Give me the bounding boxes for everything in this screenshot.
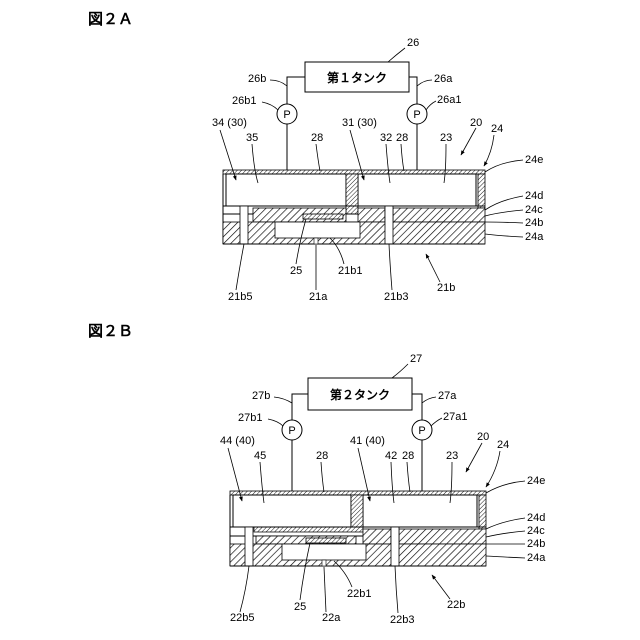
label-24d: 24d: [525, 190, 543, 202]
label-26a: 26a: [434, 73, 453, 85]
label-45: 45: [254, 450, 266, 462]
layer-stack-a: [223, 170, 485, 244]
label-22a: 22a: [322, 612, 341, 624]
label-24e: 24e: [525, 154, 543, 166]
label-28b: 28: [396, 132, 408, 144]
label-24e-b: 24e: [527, 475, 545, 487]
label-27b1: 27b1: [238, 412, 262, 424]
pipe-left-upper-b: [292, 394, 308, 420]
label-27a1: 27a1: [443, 411, 467, 423]
label-27: 27: [410, 353, 422, 365]
second-tank-label: 第２タンク: [330, 387, 390, 402]
pump-left-label-b: P: [288, 425, 295, 437]
chamber-45: [233, 495, 351, 527]
label-24a: 24a: [525, 231, 544, 243]
label-21b5: 21b5: [228, 291, 252, 303]
label-42: 42: [385, 450, 397, 462]
label-24d-b: 24d: [527, 512, 545, 524]
label-28a-b: 28: [316, 450, 328, 462]
pump-right-label-b: P: [418, 425, 425, 437]
label-22b1: 22b1: [347, 588, 371, 600]
label-20: 20: [470, 117, 482, 129]
label-41: 41 (40): [350, 435, 385, 447]
label-35: 35: [246, 132, 258, 144]
label-21b1: 21b1: [338, 265, 362, 277]
pump-right-label: P: [413, 109, 420, 121]
label-24-b: 24: [497, 439, 509, 451]
label-22b3: 22b3: [390, 614, 414, 626]
chamber-32: [358, 174, 476, 206]
figure-a-title: 図２Ａ: [88, 11, 133, 28]
label-27b: 27b: [252, 390, 270, 402]
label-24b: 24b: [525, 217, 543, 229]
label-24: 24: [491, 123, 503, 135]
chamber-42: [363, 495, 477, 527]
label-22b5: 22b5: [230, 612, 254, 624]
label-44: 44 (40): [220, 435, 255, 447]
label-34: 34 (30): [212, 117, 247, 129]
first-tank-label: 第１タンク: [327, 70, 387, 85]
layer-stack-b: [230, 491, 486, 566]
figure-b: 図２Ｂ 第２タンク P P: [88, 323, 546, 626]
pipe-left-upper: [287, 77, 305, 104]
label-25: 25: [290, 265, 302, 277]
figure-b-title: 図２Ｂ: [88, 323, 133, 340]
label-26b1: 26b1: [232, 95, 256, 107]
label-21b: 21b: [437, 282, 455, 294]
label-23-b: 23: [446, 450, 458, 462]
label-26b: 26b: [248, 73, 266, 85]
pipe-right-upper: [409, 77, 417, 104]
label-23: 23: [440, 132, 452, 144]
label-25-b: 25: [294, 601, 306, 613]
label-24a-b: 24a: [527, 552, 546, 564]
figure-a: 図２Ａ 第１タンク P P: [88, 11, 544, 303]
label-21b3: 21b3: [384, 291, 408, 303]
label-20-b: 20: [477, 431, 489, 443]
label-24b-b: 24b: [527, 538, 545, 550]
label-24c-b: 24c: [527, 525, 545, 537]
label-31: 31 (30): [342, 117, 377, 129]
label-28b-b: 28: [402, 450, 414, 462]
label-28a: 28: [311, 132, 323, 144]
pump-left-label: P: [283, 109, 290, 121]
label-26a1: 26a1: [437, 94, 461, 106]
label-27a: 27a: [438, 390, 457, 402]
label-32: 32: [380, 132, 392, 144]
label-22b: 22b: [447, 599, 465, 611]
label-24c: 24c: [525, 204, 543, 216]
label-26: 26: [407, 37, 419, 49]
label-21a: 21a: [309, 291, 328, 303]
chamber-35: [226, 174, 346, 206]
pipe-right-upper-b: [412, 394, 422, 420]
